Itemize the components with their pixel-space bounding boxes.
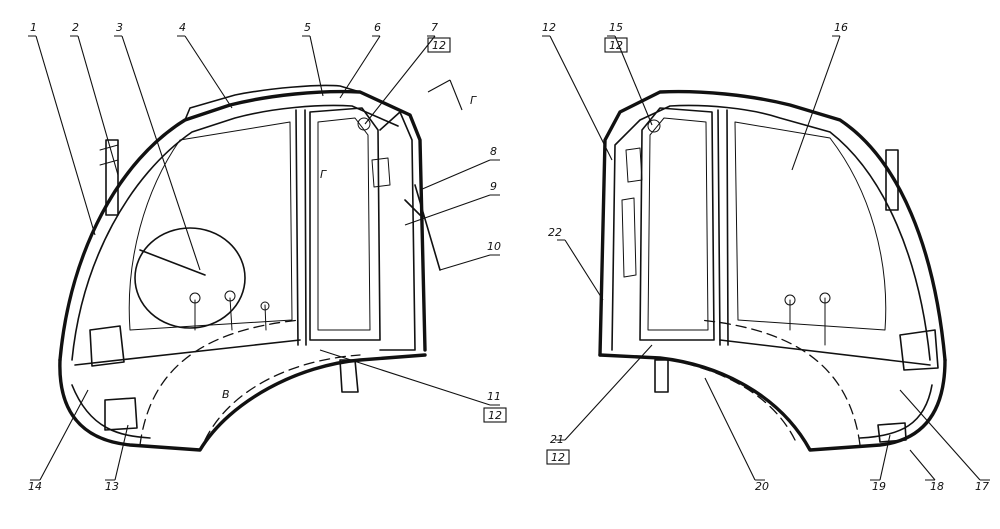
callout-2: 2 bbox=[72, 21, 79, 34]
callout-13: 13 bbox=[105, 480, 119, 493]
callout-9: 9 bbox=[490, 180, 497, 193]
callout-14: 14 bbox=[28, 480, 42, 493]
left-roof-band bbox=[184, 84, 361, 121]
callout-20: 20 bbox=[755, 480, 769, 493]
callout-7: 7 bbox=[431, 21, 438, 34]
left-wiper bbox=[404, 184, 441, 271]
section-mark-floor: В bbox=[222, 388, 230, 401]
callout-19: 19 bbox=[872, 480, 886, 493]
left-floor-curve bbox=[139, 319, 301, 446]
left-cab-view bbox=[58, 79, 463, 452]
left-step-pad bbox=[104, 397, 138, 431]
callout-1: 1 bbox=[30, 21, 37, 34]
left-hinge-block bbox=[339, 359, 359, 393]
right-hinge-block bbox=[654, 359, 669, 393]
left-lamp-housing bbox=[89, 325, 125, 367]
callout-10: 10 bbox=[487, 240, 501, 253]
right-lamp-housing bbox=[899, 329, 939, 371]
left-side-post bbox=[379, 111, 416, 351]
callout-11-sheet-box bbox=[483, 407, 507, 423]
left-door-window bbox=[317, 117, 371, 331]
callout-3: 3 bbox=[116, 21, 123, 34]
right-mirror bbox=[885, 149, 899, 211]
callout-7-sheet-box bbox=[427, 37, 451, 53]
right-leader-lines bbox=[542, 35, 990, 481]
left-floor-curve-2 bbox=[204, 354, 361, 441]
callout-15-sheet: 12 bbox=[609, 39, 623, 52]
callout-17: 17 bbox=[975, 480, 989, 493]
right-cab-view bbox=[598, 89, 947, 452]
left-mirror bbox=[105, 139, 119, 216]
right-floor-inner bbox=[719, 339, 933, 439]
callout-21: 21 bbox=[550, 433, 564, 446]
left-door-frame bbox=[295, 107, 381, 346]
left-front-window bbox=[128, 121, 293, 331]
callout-11-sheet: 12 bbox=[488, 409, 502, 422]
steering-wheel bbox=[134, 227, 246, 329]
right-control-levers bbox=[789, 297, 826, 346]
left-cab-inner-shell bbox=[71, 104, 399, 361]
left-vent bbox=[371, 157, 391, 188]
callout-22: 22 bbox=[548, 226, 562, 239]
callout-15-sheet-box bbox=[604, 37, 628, 53]
callout-4: 4 bbox=[179, 21, 186, 34]
left-callouts: 1 2 3 4 5 6 7 12 8 9 10 11 12 13 14 Г Г … bbox=[28, 21, 507, 493]
right-cab-floor bbox=[598, 353, 947, 452]
right-callouts: 12 15 12 16 17 18 19 20 21 12 22 bbox=[542, 21, 989, 493]
right-step-pad bbox=[877, 422, 907, 443]
callout-16: 16 bbox=[834, 21, 848, 34]
callout-6: 6 bbox=[374, 21, 381, 34]
right-door-window bbox=[647, 117, 709, 331]
callout-8: 8 bbox=[490, 145, 497, 158]
right-cab-outer-shell bbox=[598, 89, 947, 362]
section-mark-door: Г bbox=[320, 168, 327, 181]
left-leader-lines bbox=[28, 35, 500, 481]
right-floor-curve bbox=[699, 319, 861, 446]
callout-5: 5 bbox=[304, 21, 311, 34]
callout-21-sheet-box bbox=[546, 449, 570, 465]
callout-18: 18 bbox=[930, 480, 944, 493]
callout-7-sheet: 12 bbox=[432, 39, 446, 52]
left-floor-inner bbox=[71, 339, 301, 439]
right-cab-inner-shell bbox=[611, 104, 931, 361]
steering-column bbox=[139, 249, 206, 276]
callout-21-sheet: 12 bbox=[551, 451, 565, 464]
left-cab-floor bbox=[58, 353, 427, 452]
right-front-window bbox=[734, 121, 887, 331]
control-levers bbox=[194, 297, 267, 331]
callout-11: 11 bbox=[487, 390, 501, 403]
right-door-frame bbox=[639, 107, 729, 346]
section-mark-arrow: Г bbox=[470, 94, 477, 107]
right-side-vent bbox=[621, 147, 643, 278]
callout-12: 12 bbox=[542, 21, 556, 34]
section-arrow-line bbox=[427, 79, 463, 111]
right-floor-curve-2 bbox=[639, 355, 796, 441]
callout-15: 15 bbox=[609, 21, 623, 34]
